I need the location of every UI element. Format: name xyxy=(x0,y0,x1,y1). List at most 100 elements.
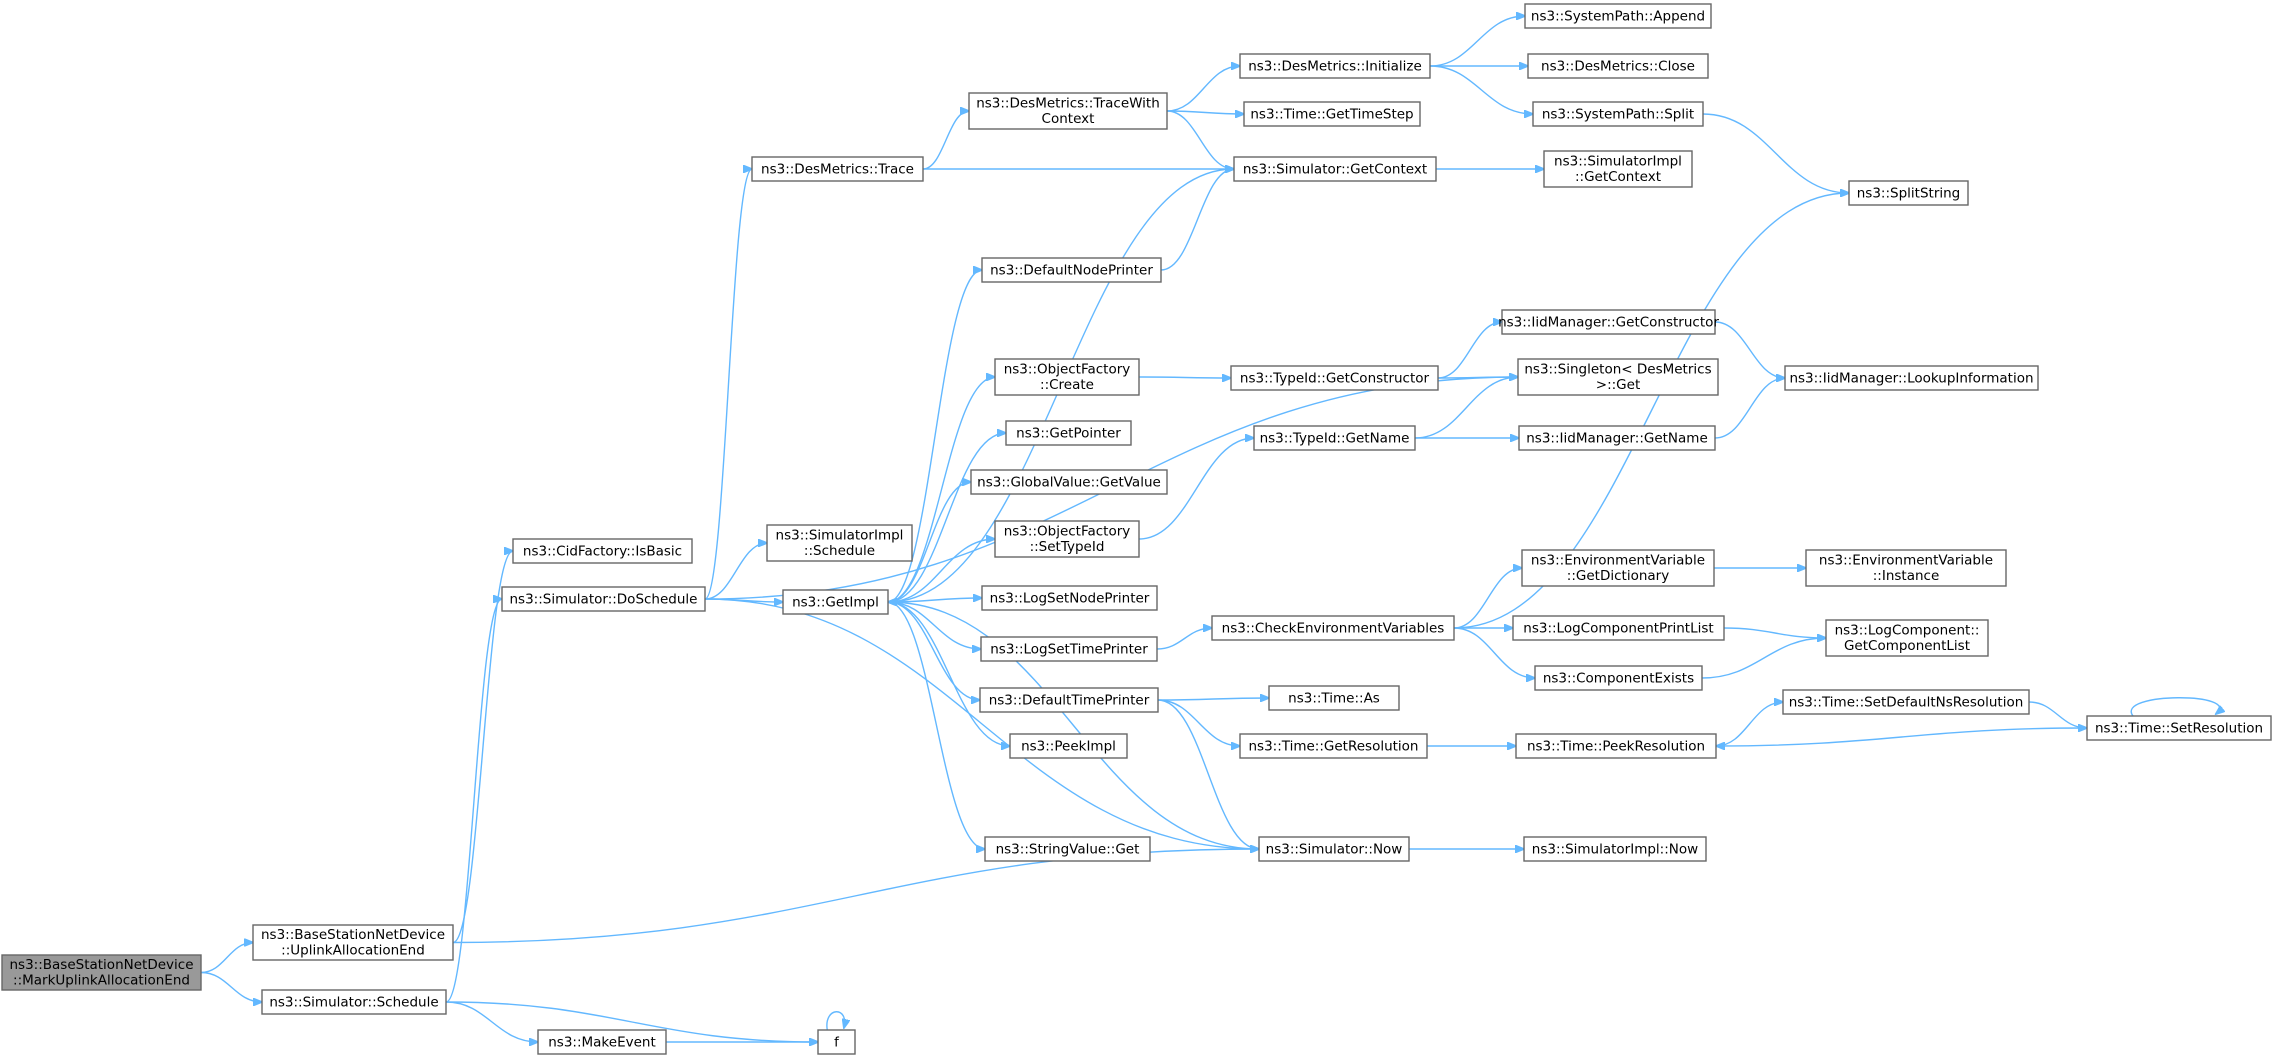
node-ns3-stringvalue-get[interactable]: ns3::StringValue::Get xyxy=(984,836,1151,862)
edge-n34-n30 xyxy=(1414,377,1518,439)
edge-n9-n21 xyxy=(887,601,985,849)
node-ns3-logcomponent-getcomponentlist[interactable]: ns3::LogComponent::GetComponentList xyxy=(1825,619,1989,657)
node-ns3-basestationnetdevice-markuplinkallocationend[interactable]: ns3::BaseStationNetDevice::MarkUplinkAll… xyxy=(1,954,202,991)
node-label: ns3::EnvironmentVariable xyxy=(1531,553,1705,569)
node-ns3-environmentvariable-instance[interactable]: ns3::EnvironmentVariable::Instance xyxy=(1805,549,2007,587)
node-ns3-desmetrics-trace[interactable]: ns3::DesMetrics::Trace xyxy=(751,156,924,182)
node-ns3-systempath-append[interactable]: ns3::SystemPath::Append xyxy=(1524,3,1712,29)
node-ns3-singleton-desmetrics-get[interactable]: ns3::Singleton< DesMetrics >::Get xyxy=(1517,358,1719,396)
node-ns3-time-setdefaultnsresolution[interactable]: ns3::Time::SetDefaultNsResolution xyxy=(1782,689,2030,715)
edge-n46-n44 xyxy=(1716,727,2088,746)
node-label: ns3::Time::SetResolution xyxy=(2095,720,2263,736)
node-label: ::Schedule xyxy=(804,543,875,559)
node-label: >::Get xyxy=(1596,377,1640,393)
node-ns3-cidfactory-isbasic[interactable]: ns3::CidFactory::IsBasic xyxy=(512,538,693,564)
node-box xyxy=(1230,365,1439,391)
edge-n12-n11 xyxy=(1160,169,1234,271)
node-ns3-time-setresolution[interactable]: ns3::Time::SetResolution xyxy=(2086,715,2272,741)
node-ns3-desmetrics-close[interactable]: ns3::DesMetrics::Close xyxy=(1527,53,1709,79)
node-ns3-simulator-now[interactable]: ns3::Simulator::Now xyxy=(1258,836,1410,862)
node-label: ::Instance xyxy=(1873,568,1940,584)
node-ns3-time-getresolution[interactable]: ns3::Time::GetResolution xyxy=(1239,733,1428,759)
node-ns3-defaultnodeprinter[interactable]: ns3::DefaultNodePrinter xyxy=(981,257,1162,283)
node-label: ns3::Simulator::DoSchedule xyxy=(510,591,698,607)
edge-n10-n11 xyxy=(1166,110,1234,169)
node-box xyxy=(766,524,913,562)
node-ns3-time-peekresolution[interactable]: ns3::Time::PeekResolution xyxy=(1515,733,1717,759)
node-box xyxy=(1848,180,1969,206)
node-ns3-typeid-getconstructor[interactable]: ns3::TypeId::GetConstructor xyxy=(1230,365,1439,391)
node-box xyxy=(1532,101,1704,127)
node-ns3-splitstring[interactable]: ns3::SplitString xyxy=(1848,180,1969,206)
node-ns3-logsettimeprinter[interactable]: ns3::LogSetTimePrinter xyxy=(980,636,1158,662)
node-label: ns3::TypeId::GetConstructor xyxy=(1240,370,1430,386)
node-ns3-systempath-split[interactable]: ns3::SystemPath::Split xyxy=(1532,101,1704,127)
node-label: ns3::LogComponentPrintList xyxy=(1523,620,1713,636)
node-box xyxy=(981,257,1162,283)
node-label: ns3::DesMetrics::Close xyxy=(1541,58,1695,74)
node-ns3-objectfactory-create[interactable]: ns3::ObjectFactory::Create xyxy=(994,358,1140,396)
node-ns3-logcomponentprintlist[interactable]: ns3::LogComponentPrintList xyxy=(1512,615,1725,641)
edge-n10-n24 xyxy=(1166,111,1244,114)
node-label: ns3::CidFactory::IsBasic xyxy=(523,543,682,559)
node-box xyxy=(1239,733,1428,759)
edge-n19-n42 xyxy=(1157,698,1269,700)
node-box xyxy=(751,156,924,182)
node-ns3-checkenvironmentvariables[interactable]: ns3::CheckEnvironmentVariables xyxy=(1211,615,1455,641)
node-ns3-simulatorimpl-now[interactable]: ns3::SimulatorImpl::Now xyxy=(1523,836,1707,862)
edge-n19-n43 xyxy=(1157,699,1240,746)
node-ns3-desmetrics-initialize[interactable]: ns3::DesMetrics::Initialize xyxy=(1239,53,1431,79)
node-box xyxy=(1523,836,1707,862)
node-label: ns3::BaseStationNetDevice xyxy=(261,927,445,943)
node-label: ::MarkUplinkAllocationEnd xyxy=(13,973,190,989)
node-label: ns3::Time::GetTimeStep xyxy=(1250,106,1413,122)
node-box xyxy=(1243,101,1421,127)
node-ns3-basestationnetdevice-uplinkallocationend[interactable]: ns3::BaseStationNetDevice::UplinkAllocat… xyxy=(252,924,454,961)
edge-n9-n13 xyxy=(887,377,995,603)
node-label: ns3::SimulatorImpl xyxy=(1554,154,1682,170)
node-box xyxy=(994,358,1140,396)
node-ns3-peekimpl[interactable]: ns3::PeekImpl xyxy=(1009,733,1128,759)
node-ns3-iidmanager-getname[interactable]: ns3::IidManager::GetName xyxy=(1518,425,1716,451)
node-ns3-globalvalue-getvalue[interactable]: ns3::GlobalValue::GetValue xyxy=(970,469,1168,495)
node-ns3-makeevent[interactable]: ns3::MakeEvent xyxy=(537,1029,667,1055)
node-ns3-simulator-doschedule[interactable]: ns3::Simulator::DoSchedule xyxy=(501,586,706,612)
node-box xyxy=(252,924,454,961)
edge-n4-n7 xyxy=(704,169,752,600)
node-box xyxy=(1515,733,1717,759)
node-ns3-defaulttimeprinter[interactable]: ns3::DefaultTimePrinter xyxy=(979,687,1159,713)
node-label: ns3::GetImpl xyxy=(792,594,879,610)
node-ns3-simulatorimpl-getcontext[interactable]: ns3::SimulatorImpl::GetContext xyxy=(1543,150,1693,188)
node-ns3-getimpl[interactable]: ns3::GetImpl xyxy=(782,589,889,615)
node-label: ::UplinkAllocationEnd xyxy=(281,943,425,959)
edge-n1-n22 xyxy=(452,849,1259,944)
node-ns3-typeid-getname[interactable]: ns3::TypeId::GetName xyxy=(1253,425,1416,451)
edge-n23-n27 xyxy=(1429,65,1533,114)
node-label: Context xyxy=(1042,111,1095,127)
node-ns3-environmentvariable-getdictionary[interactable]: ns3::EnvironmentVariable::GetDictionary xyxy=(1521,549,1715,587)
node-ns3-time-as[interactable]: ns3::Time::As xyxy=(1268,685,1400,711)
node-ns3-simulatorimpl-schedule[interactable]: ns3::SimulatorImpl::Schedule xyxy=(766,524,913,562)
node-ns3-iidmanager-lookupinformation[interactable]: ns3::IidManager::LookupInformation xyxy=(1784,365,2039,391)
node-label: ns3::EnvironmentVariable xyxy=(1819,553,1993,569)
edge-n9-n16 xyxy=(887,539,995,603)
node-box xyxy=(1534,665,1703,691)
node-ns3-getpointer[interactable]: ns3::GetPointer xyxy=(1005,420,1132,446)
node-ns3-logsetnodeprinter[interactable]: ns3::LogSetNodePrinter xyxy=(981,585,1158,611)
edge-n35-n33 xyxy=(1714,378,1785,439)
edge-n7-n10 xyxy=(922,111,969,170)
node-box xyxy=(1825,619,1989,657)
node-label: ns3::MakeEvent xyxy=(548,1034,656,1050)
node-ns3-componentexists[interactable]: ns3::ComponentExists xyxy=(1534,665,1703,691)
node-ns3-simulator-getcontext[interactable]: ns3::Simulator::GetContext xyxy=(1233,156,1437,182)
edge-n10-n23 xyxy=(1166,66,1240,112)
node-ns3-iidmanager-getconstructor[interactable]: ns3::IidManager::GetConstructor xyxy=(1498,309,1719,335)
node-ns3-objectfactory-settypeid[interactable]: ns3::ObjectFactory::SetTypeId xyxy=(994,520,1140,558)
node-box xyxy=(1268,685,1400,711)
node-label: ns3::DefaultNodePrinter xyxy=(990,262,1153,278)
node-ns3-time-gettimestep[interactable]: ns3::Time::GetTimeStep xyxy=(1243,101,1421,127)
node-f[interactable]: f xyxy=(817,1029,856,1055)
node-ns3-simulator-schedule[interactable]: ns3::Simulator::Schedule xyxy=(261,989,447,1015)
